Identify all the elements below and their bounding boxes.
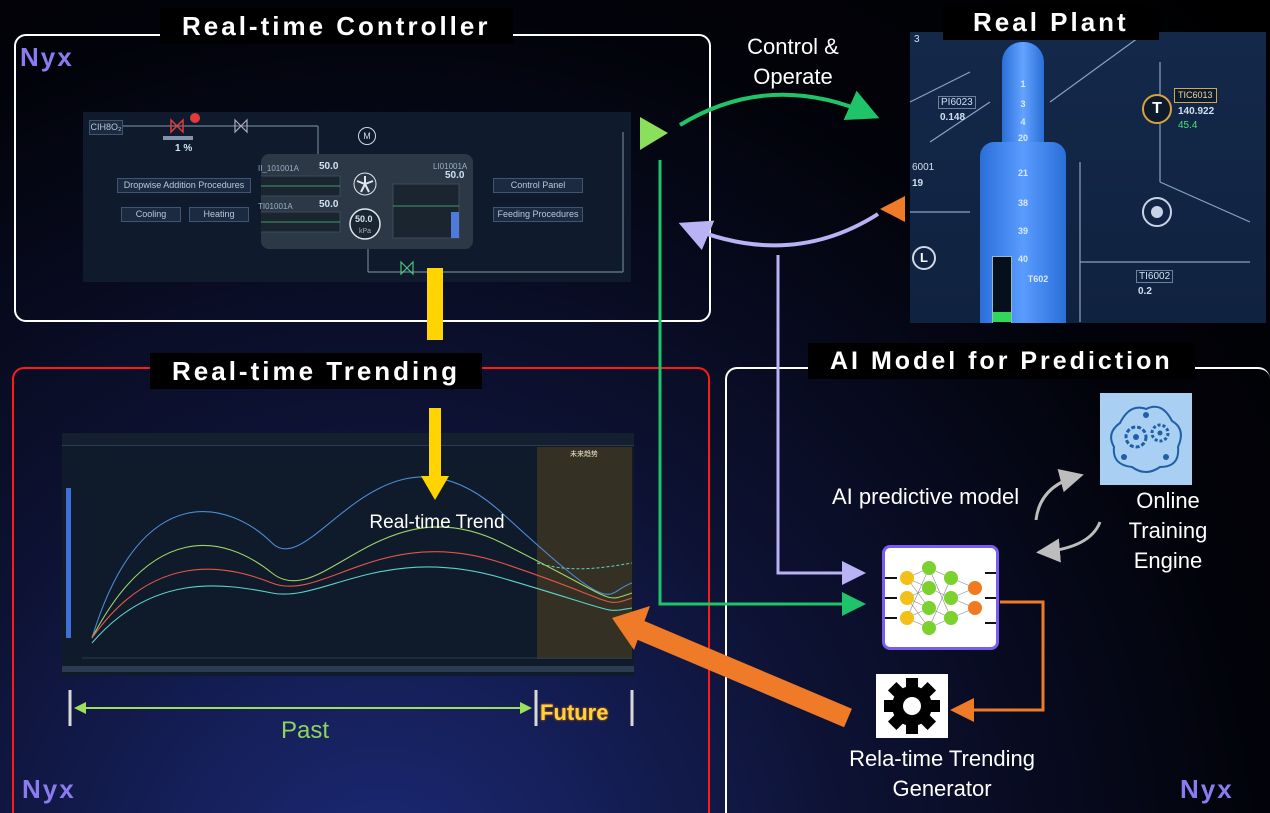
distillation-tower: 1 3 4 20 21 38 39 40 T602 — [980, 42, 1066, 323]
l-value: 50.0 — [445, 170, 465, 181]
feed-tag: CIH8O₂ — [89, 120, 123, 135]
pi-tag: PI6023 — [938, 96, 976, 109]
control-panel-button[interactable]: Control Panel — [493, 178, 583, 193]
brain-gears-icon — [1100, 393, 1192, 485]
trending-generator-label: Rela-time Trending Generator — [849, 746, 1035, 801]
future-region-label: 未来趋势 — [570, 451, 598, 458]
reactor-card: II_101001A 50.0 TI01001A 50.0 LI01001A 5… — [258, 154, 473, 249]
heating-button[interactable]: Heating — [189, 207, 249, 222]
feeding-button[interactable]: Feeding Procedures — [493, 207, 583, 222]
controller-brand: Nyx — [20, 42, 74, 72]
plant-screenshot: 3 PI6023 0.148 6001 19 1 3 4 20 21 38 39… — [910, 32, 1266, 323]
trending-panel-title: Real-time Trending — [150, 353, 483, 389]
neural-network-icon — [882, 545, 999, 650]
trend-screenshot: 未来趋势 — [62, 433, 634, 676]
tic-value: 140.922 — [1178, 106, 1215, 117]
trend-toolbar — [62, 433, 634, 446]
tower-segment: 3 — [1020, 99, 1026, 109]
trend-sidebar-handle[interactable] — [66, 488, 71, 638]
t-tag: TI01001A — [258, 202, 293, 211]
tower-segment: 39 — [1017, 226, 1028, 236]
realtime-trend-label: Real-time Trend — [369, 512, 505, 533]
controller-panel-title: Real-time Controller — [160, 8, 513, 44]
tic-tag: TIC6013 — [1174, 88, 1217, 103]
reactor-card-graphics — [261, 172, 460, 240]
controller-pipes — [123, 113, 624, 276]
gear-icon — [876, 674, 948, 738]
tic-sub: 45.4 — [1178, 120, 1198, 131]
left-tag: 6001 — [912, 162, 935, 173]
pressure-unit: kPa — [359, 228, 372, 235]
ti-tag: TI6002 — [1136, 270, 1174, 283]
trend-curves — [62, 476, 634, 672]
plant-title: Real Plant — [943, 4, 1159, 40]
motor-icon: M — [358, 127, 376, 145]
tower-segment: 38 — [1017, 198, 1028, 208]
valve-value: 1 % — [175, 143, 193, 154]
ti-value: 0.2 — [1138, 286, 1152, 297]
dropwise-button[interactable]: Dropwise Addition Procedures — [117, 178, 251, 193]
cooling-button[interactable]: Cooling — [121, 207, 181, 222]
i-value: 50.0 — [319, 161, 339, 172]
left-value: 19 — [912, 178, 924, 189]
level-indicator-icon: L — [912, 246, 936, 270]
timeline — [68, 690, 634, 726]
t-value: 50.0 — [319, 199, 339, 210]
temp-indicator-icon: T — [1142, 94, 1172, 124]
tower-segment: 20 — [1017, 133, 1028, 143]
tower-segment: 40 — [1017, 254, 1028, 264]
ai-brand: Nyx — [1180, 774, 1234, 804]
plant-pipes — [910, 32, 1251, 322]
tower-segment: 21 — [1017, 168, 1028, 178]
l-tag: LI01001A — [433, 162, 468, 171]
level-gauge — [992, 256, 1012, 323]
control-operate-label: Control & Operate — [747, 34, 839, 89]
i-tag: II_101001A — [258, 164, 299, 173]
past-label: Past — [280, 717, 330, 744]
ai-predictive-model-label: AI predictive model — [832, 484, 1020, 509]
controller-screenshot: CIH8O₂ 1 % M R01001A Dropwise Addition P… — [83, 112, 631, 282]
tower-segment: 4 — [1020, 117, 1026, 127]
trending-brand: Nyx — [22, 774, 76, 804]
tower-segment: 1 — [1020, 79, 1026, 89]
ai-panel-title: AI Model for Prediction — [808, 343, 1195, 379]
pi-value: 0.148 — [940, 112, 966, 123]
tower-id: T602 — [1027, 274, 1049, 284]
online-training-engine-label: Online Training Engine — [1128, 488, 1208, 573]
plant-top-tag: 3 — [914, 34, 920, 45]
future-label: Future — [540, 700, 609, 725]
pressure-value: 50.0 — [355, 214, 373, 224]
